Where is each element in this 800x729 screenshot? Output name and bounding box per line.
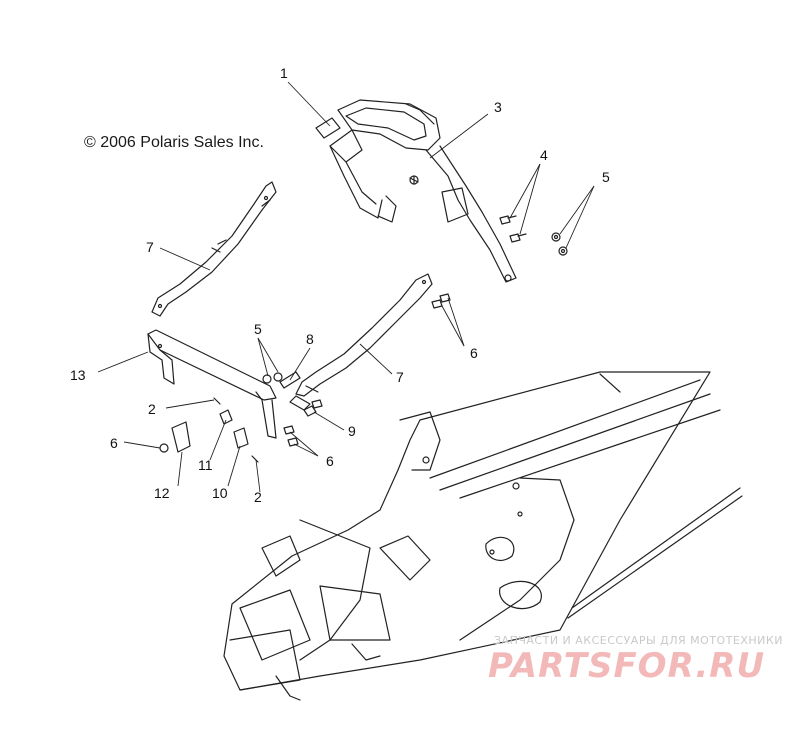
callout-11: 11 <box>198 457 213 473</box>
bolt-part-3 <box>409 175 419 185</box>
bolt-part-6-middle <box>283 425 299 447</box>
callout-5: 5 <box>602 169 610 185</box>
bracket-part-10 <box>233 427 249 449</box>
plate-part-8 <box>279 371 301 389</box>
bracket-part-12 <box>171 421 191 453</box>
callout-6: 6 <box>110 435 118 451</box>
callout-2: 2 <box>254 489 262 505</box>
callout-13: 13 <box>70 367 86 383</box>
bolt-part-4 <box>499 215 527 243</box>
watermark-brand: PARTSFOR.RU <box>488 646 766 686</box>
callout-labels: 1 3 4 5 7 6 5 8 13 7 2 9 6 6 11 12 10 2 <box>70 65 610 505</box>
callout-3: 3 <box>494 99 502 115</box>
callout-7: 7 <box>146 239 154 255</box>
callout-9: 9 <box>348 423 356 439</box>
leader-lines <box>97 81 595 493</box>
callout-6: 6 <box>326 453 334 469</box>
watermark-tagline: ЗАПЧАСТИ И АКСЕССУАРЫ ДЛЯ МОТОТЕХНИКИ <box>494 634 783 647</box>
callout-6: 6 <box>470 345 478 361</box>
nut-part-5-middle <box>262 372 283 384</box>
callout-12: 12 <box>154 485 170 501</box>
brace-tube-left <box>151 181 277 317</box>
chassis-tunnel <box>223 371 743 701</box>
callout-10: 10 <box>212 485 228 501</box>
callout-4: 4 <box>540 147 548 163</box>
bolt-part-6-left <box>159 443 169 453</box>
steering-support-bar <box>147 329 277 439</box>
callout-5: 5 <box>254 321 262 337</box>
steering-hoop-part <box>315 99 517 283</box>
callout-8: 8 <box>306 331 314 347</box>
copyright-notice: © 2006 Polaris Sales Inc. <box>84 134 264 151</box>
clip-part-11 <box>219 409 233 425</box>
pin-part-2 <box>213 397 259 463</box>
callout-2: 2 <box>148 401 156 417</box>
nut-part-5-right <box>551 232 568 256</box>
fastener-part-9 <box>303 399 323 417</box>
callout-1: 1 <box>280 65 288 81</box>
callout-7: 7 <box>396 369 404 385</box>
bolt-part-6-right <box>431 293 451 309</box>
